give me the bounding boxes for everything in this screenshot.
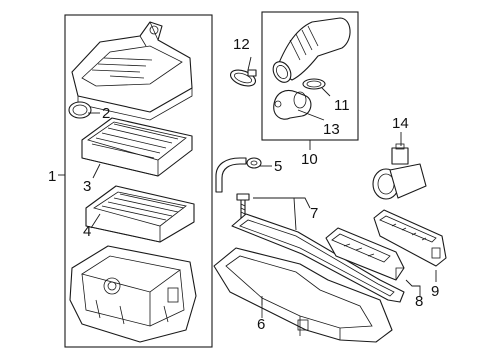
filter-tray (85, 185, 195, 243)
callout-8: 8 (415, 293, 423, 310)
hose-clamp-large (230, 69, 257, 87)
lower-air-duct (213, 247, 393, 343)
callout-9: 9 (431, 283, 439, 300)
callout-14: 14 (392, 115, 409, 132)
air-cleaner-cover (71, 21, 193, 121)
duct-seal (231, 213, 405, 303)
callout-13: 13 (323, 121, 340, 138)
callout-7: 7 (310, 205, 318, 222)
air-cleaner-housing-lower (69, 245, 197, 343)
callout-2: 2 (102, 105, 110, 122)
air-filter-element (81, 117, 193, 177)
seal-ring (68, 101, 92, 119)
breather-tube (215, 157, 262, 193)
intake-elbow (273, 89, 312, 120)
callout-6: 6 (257, 316, 265, 333)
callout-3: 3 (83, 178, 91, 195)
resonator (325, 227, 405, 281)
inlet-snorkel (373, 209, 447, 267)
assembly-group-box (64, 14, 213, 348)
hose-clamp-small (302, 78, 326, 90)
callout-5: 5 (274, 158, 282, 175)
mass-airflow-sensor (372, 143, 427, 200)
callout-10: 10 (301, 151, 318, 168)
callout-12: 12 (233, 36, 250, 53)
callout-11: 11 (334, 97, 350, 114)
callout-1: 1 (48, 168, 56, 185)
callout-4: 4 (83, 223, 91, 240)
intake-hose (272, 17, 351, 83)
